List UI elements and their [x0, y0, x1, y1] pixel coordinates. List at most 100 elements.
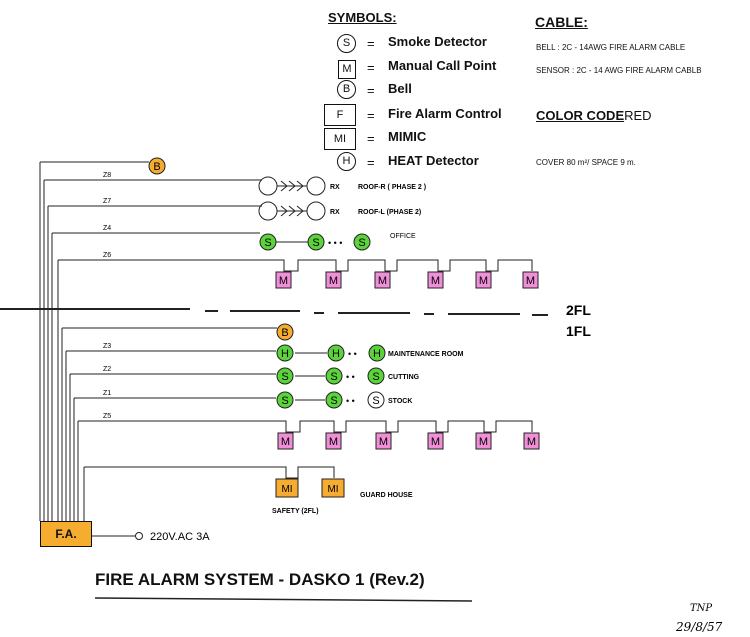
zone-label-z1: Z1 [103, 390, 111, 397]
manual-glyph: M [479, 275, 488, 287]
ellipsis-dots: • • [346, 396, 355, 406]
smoke-detector: S [259, 233, 277, 251]
zone-label-z3: Z3 [103, 343, 111, 350]
signature-date: 29/8/57 [675, 620, 723, 634]
legend-equals: = [367, 83, 375, 98]
rx-detector-circle [258, 201, 278, 221]
rx-detector-circle [306, 176, 326, 196]
rx-detector-circle [258, 176, 278, 196]
smoke-detector-icon [325, 391, 343, 409]
legend-label-bell: Bell [388, 81, 412, 96]
smoke-glyph: S [372, 395, 379, 407]
heat-detector-icon [327, 344, 345, 362]
smoke-detector-legend-icon: S [337, 34, 356, 53]
legend-label-fa-control: Fire Alarm Control [388, 106, 502, 121]
rx-detector-circle [306, 201, 326, 221]
legend-label-manual: Manual Call Point [388, 58, 497, 73]
zone-label-z5: Z5 [103, 413, 111, 420]
mimic-glyph: MI [281, 484, 292, 495]
mimic-panel: MI [275, 478, 299, 498]
manual-glyph: M [527, 436, 536, 448]
smoke-detector-icon [276, 367, 294, 385]
smoke-detector: S [325, 391, 343, 409]
color-coded-label: COLOR CODE [536, 108, 625, 123]
manual-call-point-row-1fl: M M M M M M [277, 432, 540, 450]
smoke-glyph: S [281, 395, 288, 407]
legend-equals: = [367, 108, 375, 123]
smoke-glyph: S [281, 371, 288, 383]
smoke-detector: S [325, 367, 343, 385]
zone-label-z8: Z8 [103, 172, 111, 179]
heat-detector-icon [276, 344, 294, 362]
manual-glyph: M [329, 436, 338, 448]
roof-r-label: ROOF-R ( PHASE 2 ) [358, 184, 426, 191]
office-label: OFFICE [390, 233, 416, 240]
ellipsis-dots: • • • [328, 238, 342, 248]
manual-call-point-icon [475, 432, 492, 450]
manual-call-point-icon [522, 271, 539, 289]
legend-equals: = [367, 36, 375, 51]
legend-label-heat: HEAT Detector [388, 153, 479, 168]
power-supply-label: 220V.AC 3A [150, 531, 210, 543]
smoke-detector-icon [353, 233, 371, 251]
title-underline [94, 597, 473, 602]
manual-call-point-icon [475, 271, 492, 289]
heat-detector-legend-icon: H [337, 152, 356, 171]
cutting-label: CUTTING [388, 374, 420, 381]
smoke-detector: S [367, 391, 385, 409]
color-coded-value: RED [624, 108, 652, 123]
manual-call-point-icon [325, 432, 342, 450]
bell-icon [148, 157, 166, 175]
smoke-detector-icon [259, 233, 277, 251]
bell-device-lower: B [276, 323, 294, 341]
smoke-detector: S [276, 391, 294, 409]
stock-label: STOCK [388, 398, 412, 405]
floor-label-2fl: 2FL [566, 302, 591, 318]
smoke-detector: S [307, 233, 325, 251]
mimic-glyph: MI [327, 484, 338, 495]
bell-icon [276, 323, 294, 341]
diagram-title: FIRE ALARM SYSTEM - DASKO 1 (Rev.2) [95, 570, 425, 589]
mimic-legend-icon: MI [324, 128, 356, 150]
ellipsis-dots: • • [346, 372, 355, 382]
mimic-panel: MI [321, 478, 345, 498]
legend-equals: = [367, 155, 375, 170]
z6-wire [58, 259, 533, 272]
smoke-detector: S [367, 367, 385, 385]
manual-glyph: M [431, 436, 440, 448]
rx-beam-arrows [280, 180, 304, 192]
heat-detector: H [276, 344, 294, 362]
manual-call-point-icon [375, 432, 392, 450]
manual-glyph: M [281, 436, 290, 448]
maintenance-room-label: MAINTENANCE ROOM [388, 351, 464, 358]
bell-glyph: B [281, 327, 288, 339]
smoke-glyph: S [372, 371, 379, 383]
cable-bell-note: BELL : 2C - 14AWG FIRE ALARM CABLE [536, 43, 686, 52]
floor-label-1fl: 1FL [566, 323, 591, 339]
symbols-heading: SYMBOLS: [328, 10, 397, 25]
heat-glyph: H [373, 348, 381, 360]
manual-glyph: M [329, 275, 338, 287]
manual-call-point-icon [277, 432, 294, 450]
heat-detector: H [368, 344, 386, 362]
zone-label-z2: Z2 [103, 366, 111, 373]
mimic-icon [321, 478, 345, 498]
smoke-detector-icon [307, 233, 325, 251]
manual-call-point-icon [325, 271, 342, 289]
color-coded-note: COLOR CODERED [536, 108, 652, 123]
mimic-wire [84, 466, 335, 479]
manual-glyph: M [379, 436, 388, 448]
manual-call-point-legend-icon: M [338, 60, 356, 79]
bell-legend-icon: B [337, 80, 356, 99]
heat-glyph: H [332, 348, 340, 360]
zone-label-z6: Z6 [103, 252, 111, 259]
heat-detector: H [327, 344, 345, 362]
roof-l-label: ROOF-L (PHASE 2) [358, 209, 421, 216]
fire-alarm-control-legend-icon: F [324, 104, 356, 126]
smoke-detector-icon [367, 367, 385, 385]
manual-glyph: M [279, 275, 288, 287]
power-terminal [135, 532, 143, 540]
bell-glyph: B [153, 161, 160, 173]
legend-equals: = [367, 60, 375, 75]
